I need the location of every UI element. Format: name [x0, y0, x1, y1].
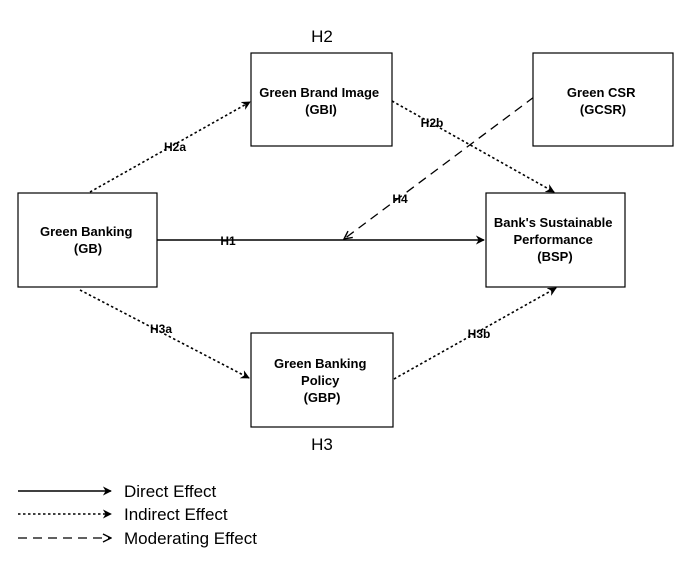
- edge-label-h2a: H2a: [164, 140, 186, 154]
- node-green-brand-image-line-1: Green Brand Image: [259, 85, 379, 100]
- node-banks-sustainable-performance: Bank's Sustainable Performance (BSP): [485, 192, 626, 288]
- node-green-banking-policy-label: Green Banking Policy (GBP): [274, 356, 370, 405]
- node-green-banking-policy-line-1: Green Banking: [274, 356, 367, 371]
- edge-h3b-gbp-to-bsp: [393, 287, 557, 380]
- node-green-banking-line-2: (GB): [74, 241, 102, 256]
- edge-h4-moderating-gcsr-to-h1: [344, 96, 535, 239]
- edge-h2b-gbi-to-bsp: [391, 100, 555, 193]
- edge-h3a-gb-to-gbp: [79, 289, 250, 379]
- node-green-csr-label: Green CSR (GCSR): [567, 85, 639, 117]
- node-green-brand-image-box: [250, 52, 393, 147]
- legend: Direct Effect Indirect Effect Moderating…: [18, 482, 257, 548]
- node-green-banking-label: Green Banking (GB): [40, 224, 136, 256]
- node-green-csr-line-2: (GCSR): [580, 102, 626, 117]
- edge-label-h3b: H3b: [468, 327, 491, 341]
- node-green-banking-policy: Green Banking Policy (GBP): [250, 332, 394, 428]
- hypothesis-group-h2-label: H2: [311, 27, 333, 46]
- node-green-brand-image: Green Brand Image (GBI): [250, 52, 393, 147]
- edge-label-h1: H1: [220, 234, 236, 248]
- node-green-csr-box: [532, 52, 674, 147]
- node-green-banking-box: [17, 192, 158, 288]
- legend-indirect-label: Indirect Effect: [124, 505, 228, 524]
- edge-label-h4: H4: [392, 192, 408, 206]
- legend-moderating-label: Moderating Effect: [124, 529, 257, 548]
- node-green-csr: Green CSR (GCSR): [532, 52, 674, 147]
- edge-h2a-gb-to-gbi: [89, 101, 251, 193]
- node-green-banking: Green Banking (GB): [17, 192, 158, 288]
- node-green-brand-image-label: Green Brand Image (GBI): [259, 85, 383, 117]
- node-banks-sustainable-performance-line-2: Performance: [513, 232, 592, 247]
- node-green-banking-line-1: Green Banking: [40, 224, 133, 239]
- node-banks-sustainable-performance-line-3: (BSP): [537, 249, 572, 264]
- edge-label-h2b: H2b: [421, 116, 444, 130]
- node-green-banking-policy-line-2: Policy: [301, 373, 340, 388]
- node-banks-sustainable-performance-label: Bank's Sustainable Performance (BSP): [494, 215, 616, 264]
- legend-direct-label: Direct Effect: [124, 482, 217, 501]
- hypothesis-group-h3-label: H3: [311, 435, 333, 454]
- node-green-banking-policy-line-3: (GBP): [304, 390, 341, 405]
- node-green-csr-line-1: Green CSR: [567, 85, 636, 100]
- edge-label-h3a: H3a: [150, 322, 172, 336]
- node-green-brand-image-line-2: (GBI): [305, 102, 337, 117]
- node-banks-sustainable-performance-box: [485, 192, 626, 288]
- node-green-banking-policy-box: [250, 332, 394, 428]
- node-banks-sustainable-performance-line-1: Bank's Sustainable: [494, 215, 613, 230]
